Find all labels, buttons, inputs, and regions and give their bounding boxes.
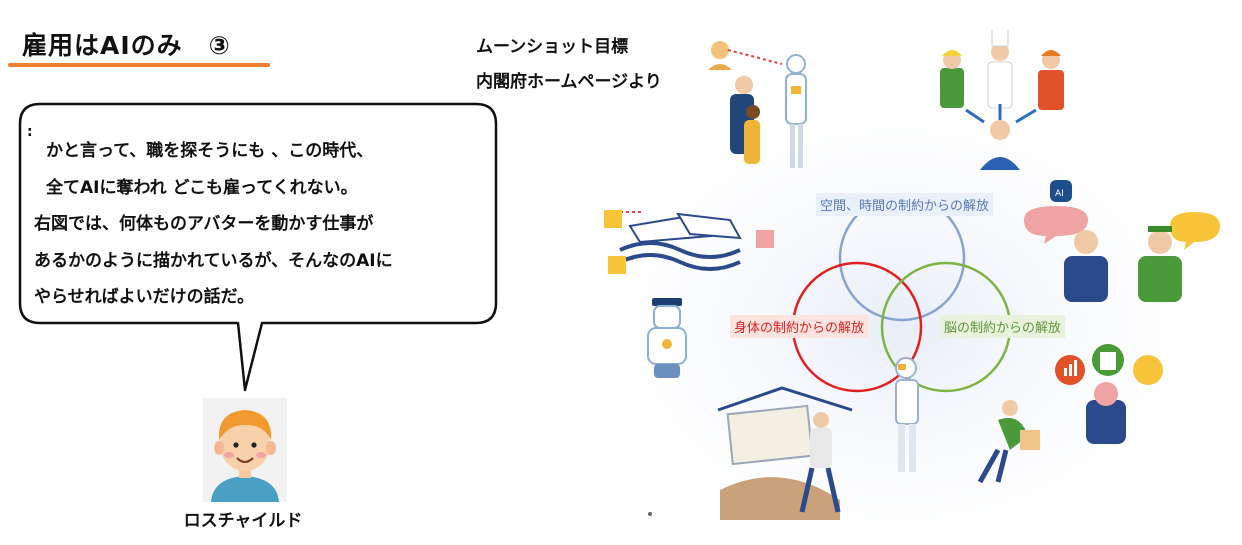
title-number: ③: [208, 31, 231, 60]
disaster-rescue-scene: [717, 386, 853, 520]
svg-text:AI: AI: [1055, 189, 1064, 199]
title-text: 雇用はAIのみ: [22, 31, 183, 60]
bubble-line-2: 全てAIに奪われ どこも雇ってくれない。: [46, 177, 358, 198]
source-line-1: ムーンショット目標: [476, 37, 629, 57]
source-line-2: 内閣府ホームページより: [476, 72, 662, 92]
bubble-text: かと言って、職を探そうにも 、この時代、 全てAIに奪われ どこも雇ってくれない…: [34, 133, 494, 316]
label-brain: 脳の制約からの解放: [940, 315, 1066, 338]
conversation-scene: [1024, 206, 1220, 302]
bubble-line-4: あるかのように描かれているが、そんなのAIに: [34, 250, 393, 271]
title-underline: [8, 63, 270, 67]
avatar-boats-scene: [604, 210, 774, 274]
label-space-time: 空間、時間の制約からの解放: [816, 193, 994, 216]
avatar-robot-scene: [708, 41, 807, 168]
cyborg-robot-scene: [895, 357, 919, 472]
slide-title: 雇用はAIのみ ③: [22, 26, 231, 62]
speaker-name: ロスチャイルド: [183, 511, 303, 531]
bubble-marker: :: [27, 124, 33, 140]
ai-head-icon: AI: [1050, 180, 1072, 202]
police-robot-scene: [647, 298, 687, 378]
workers-connected-scene: [940, 27, 1064, 170]
label-body: 身体の制約からの解放: [730, 315, 869, 338]
source-note: ムーンショット目標 内閣府ホームページより: [476, 30, 662, 100]
presenter-scene: [648, 512, 652, 516]
bubble-line-3: 右図では、何体ものアバターを動かす仕事が: [34, 214, 374, 234]
exoskeleton-worker-scene: [977, 400, 1040, 484]
bubble-line-1: かと言って、職を探そうにも 、この時代、: [46, 141, 374, 161]
illustration-canvas: AI: [570, 27, 1230, 545]
speaker-avatar: [203, 398, 287, 502]
speech-bubble: [18, 102, 498, 392]
bubble-line-5: やらせればよいだけの話だ。: [34, 287, 255, 307]
data-analysis-scene: [1055, 344, 1163, 444]
moonshot-illustration: AI: [570, 27, 1242, 545]
